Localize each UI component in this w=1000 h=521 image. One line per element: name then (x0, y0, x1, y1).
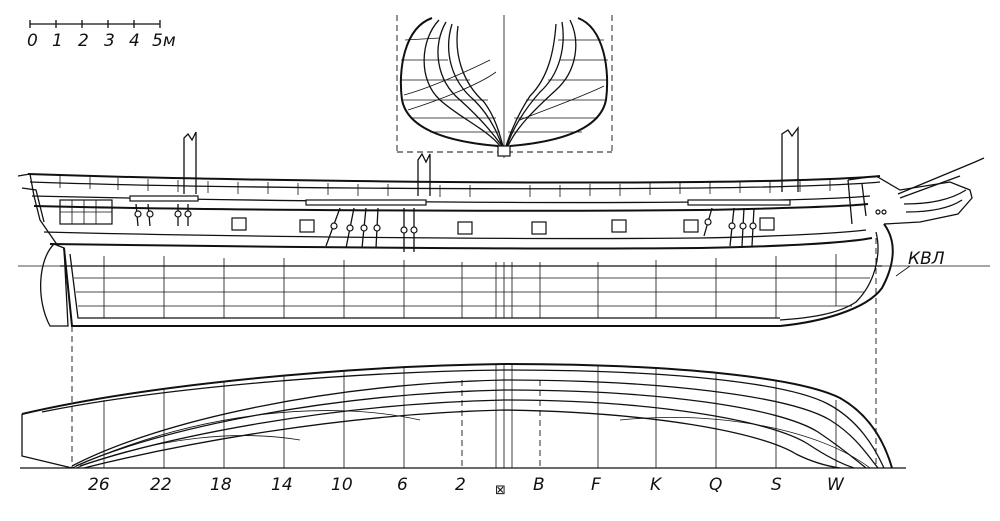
gun-ports (231, 217, 775, 235)
scale-label-2: 2 (78, 31, 89, 51)
channels-and-deadeyes (129, 195, 791, 252)
body-plan (396, 15, 613, 158)
frame-label-18: 18 (210, 475, 232, 495)
frame-label-6: 6 (397, 475, 408, 495)
frame-label-10: 10 (331, 475, 353, 495)
frame-label-22: 22 (150, 475, 172, 495)
frame-label-s: S (771, 475, 782, 495)
frame-label-b: B (533, 475, 545, 495)
mast-stumps (183, 126, 799, 196)
scale-label-4: 4 (129, 31, 140, 51)
rudder (40, 243, 69, 327)
scale-label-3: 3 (104, 31, 115, 51)
frame-label-2: 2 (455, 475, 466, 495)
sheer-plan: КВЛ (17, 126, 990, 327)
waterline-label: КВЛ (908, 249, 945, 269)
frame-label-w: W (827, 475, 845, 495)
half-breadth-stations (103, 364, 837, 468)
body-plan-fore-sections (505, 17, 609, 147)
scale-label-0: 0 (27, 31, 38, 51)
frame-label-f: F (591, 475, 601, 495)
frame-label-14: 14 (271, 475, 293, 495)
bow-head (847, 157, 985, 225)
frame-label-k: K (650, 475, 663, 495)
projection-lines (71, 238, 877, 468)
stem (779, 223, 894, 327)
scale-bar: 0 1 2 3 4 5м (27, 20, 176, 51)
frame-label-q: Q (709, 475, 722, 495)
midship-symbol: ⊠ (495, 483, 506, 498)
body-plan-aft-sections (399, 17, 504, 147)
frame-label-26: 26 (88, 475, 110, 495)
profile-stations (103, 254, 837, 318)
scale-label-1: 1 (52, 31, 63, 51)
bulwark-stanchions (59, 176, 831, 197)
scale-label-5: 5м (152, 31, 176, 51)
frame-labels: 26 22 18 14 10 6 2 B F K Q S W ⊠ (88, 475, 845, 498)
half-breadth-plan (20, 362, 906, 469)
